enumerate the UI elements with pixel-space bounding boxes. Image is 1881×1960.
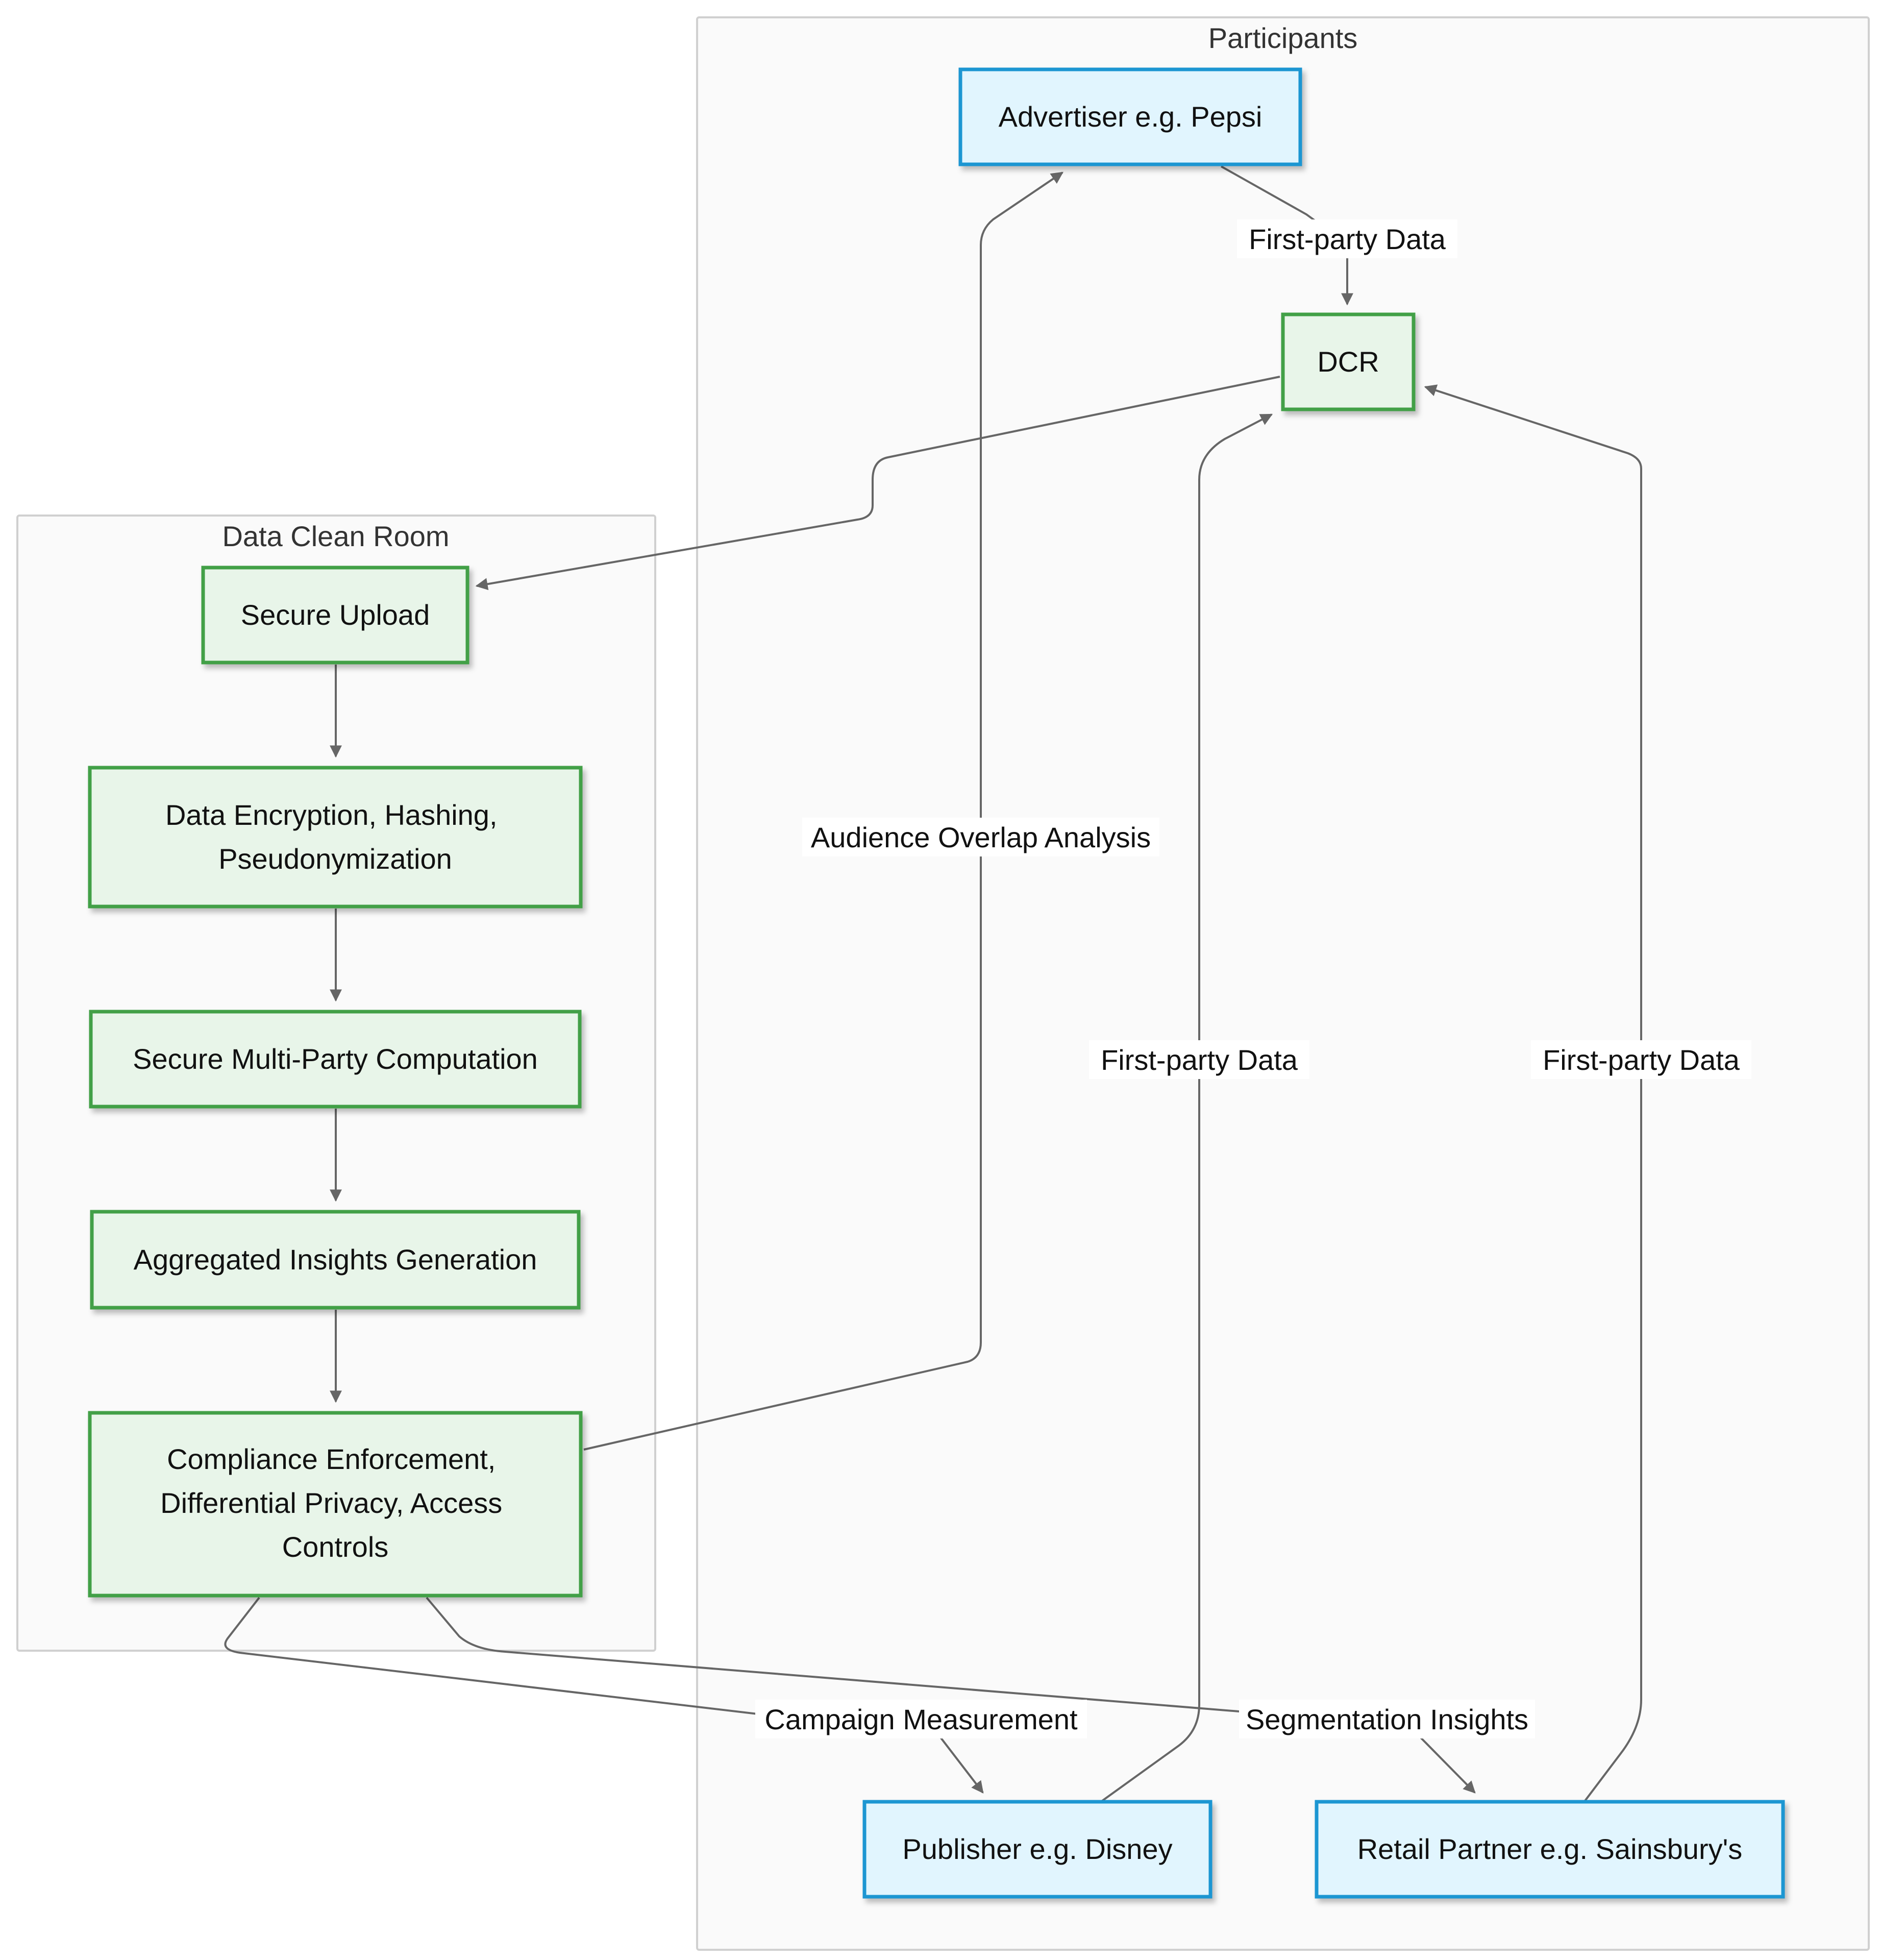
node-dcr[interactable]: DCR <box>1281 312 1416 411</box>
node-secure-multi-party-computation[interactable]: Secure Multi-Party Computation <box>89 1010 582 1109</box>
svg-text:Audience Overlap Analysis: Audience Overlap Analysis <box>811 821 1151 853</box>
node-data-encryption-line-2: Pseudonymization <box>218 843 452 875</box>
node-compliance-line-2: Differential Privacy, Access <box>160 1487 502 1519</box>
node-data-encryption-line-1: Data Encryption, Hashing, <box>165 799 498 831</box>
edge-compliance-to-retail <box>426 1597 1476 1794</box>
node-compliance-enforcement-label: Compliance Enforcement, Differential Pri… <box>160 1443 510 1563</box>
node-dcr-label: DCR <box>1317 346 1379 378</box>
node-secure-upload[interactable]: Secure Upload <box>201 566 469 665</box>
edge-dcr-to-secure-upload <box>475 376 1280 591</box>
edges <box>224 165 1642 1802</box>
svg-text:First-party Data: First-party Data <box>1249 223 1446 255</box>
participants-cluster: Participants <box>696 16 1870 1951</box>
svg-text:Campaign Measurement: Campaign Measurement <box>764 1703 1078 1735</box>
node-retail-partner-label: Retail Partner e.g. Sainsbury's <box>1357 1833 1743 1865</box>
node-secure-upload-label: Secure Upload <box>241 599 430 631</box>
node-retail-partner[interactable]: Retail Partner e.g. Sainsbury's <box>1315 1800 1785 1899</box>
edge-label-campaign-measurement: Campaign Measurement <box>755 1700 1087 1738</box>
node-compliance-enforcement[interactable]: Compliance Enforcement, Differential Pri… <box>88 1411 583 1598</box>
node-data-encryption[interactable]: Data Encryption, Hashing, Pseudonymizati… <box>88 766 583 909</box>
node-aggregated-insights-label: Aggregated Insights Generation <box>134 1243 537 1276</box>
participants-cluster-title: Participants <box>1208 22 1358 54</box>
edge-label-retail-first-party: First-party Data <box>1531 1040 1751 1079</box>
node-advertiser[interactable]: Advertiser e.g. Pepsi <box>958 67 1302 166</box>
node-advertiser-label: Advertiser e.g. Pepsi <box>999 101 1263 133</box>
data-clean-room-cluster-title: Data Clean Room <box>222 520 449 552</box>
edge-labels: First-party Data Audience Overlap Analys… <box>755 219 1751 1738</box>
edge-publisher-to-dcr <box>1101 413 1273 1802</box>
node-publisher-label: Publisher e.g. Disney <box>902 1833 1172 1865</box>
svg-text:Segmentation Insights: Segmentation Insights <box>1246 1703 1528 1735</box>
edge-label-advertiser-first-party: First-party Data <box>1237 219 1457 258</box>
edge-label-publisher-first-party: First-party Data <box>1089 1040 1309 1079</box>
node-compliance-line-3: Controls <box>282 1531 389 1563</box>
node-aggregated-insights[interactable]: Aggregated Insights Generation <box>90 1210 581 1310</box>
edge-compliance-to-advertiser <box>583 172 1063 1451</box>
node-compliance-line-1: Compliance Enforcement, <box>167 1443 496 1475</box>
svg-text:First-party Data: First-party Data <box>1543 1044 1740 1076</box>
node-publisher[interactable]: Publisher e.g. Disney <box>862 1800 1212 1899</box>
edge-label-audience-overlap: Audience Overlap Analysis <box>802 818 1159 856</box>
svg-text:First-party Data: First-party Data <box>1101 1044 1298 1076</box>
edge-label-segmentation-insights: Segmentation Insights <box>1239 1700 1535 1738</box>
node-secure-multi-party-computation-label: Secure Multi-Party Computation <box>133 1043 538 1075</box>
node-data-encryption-label: Data Encryption, Hashing, Pseudonymizati… <box>165 799 505 875</box>
edge-retail-to-dcr <box>1424 384 1642 1802</box>
edge-compliance-to-publisher <box>224 1597 984 1794</box>
